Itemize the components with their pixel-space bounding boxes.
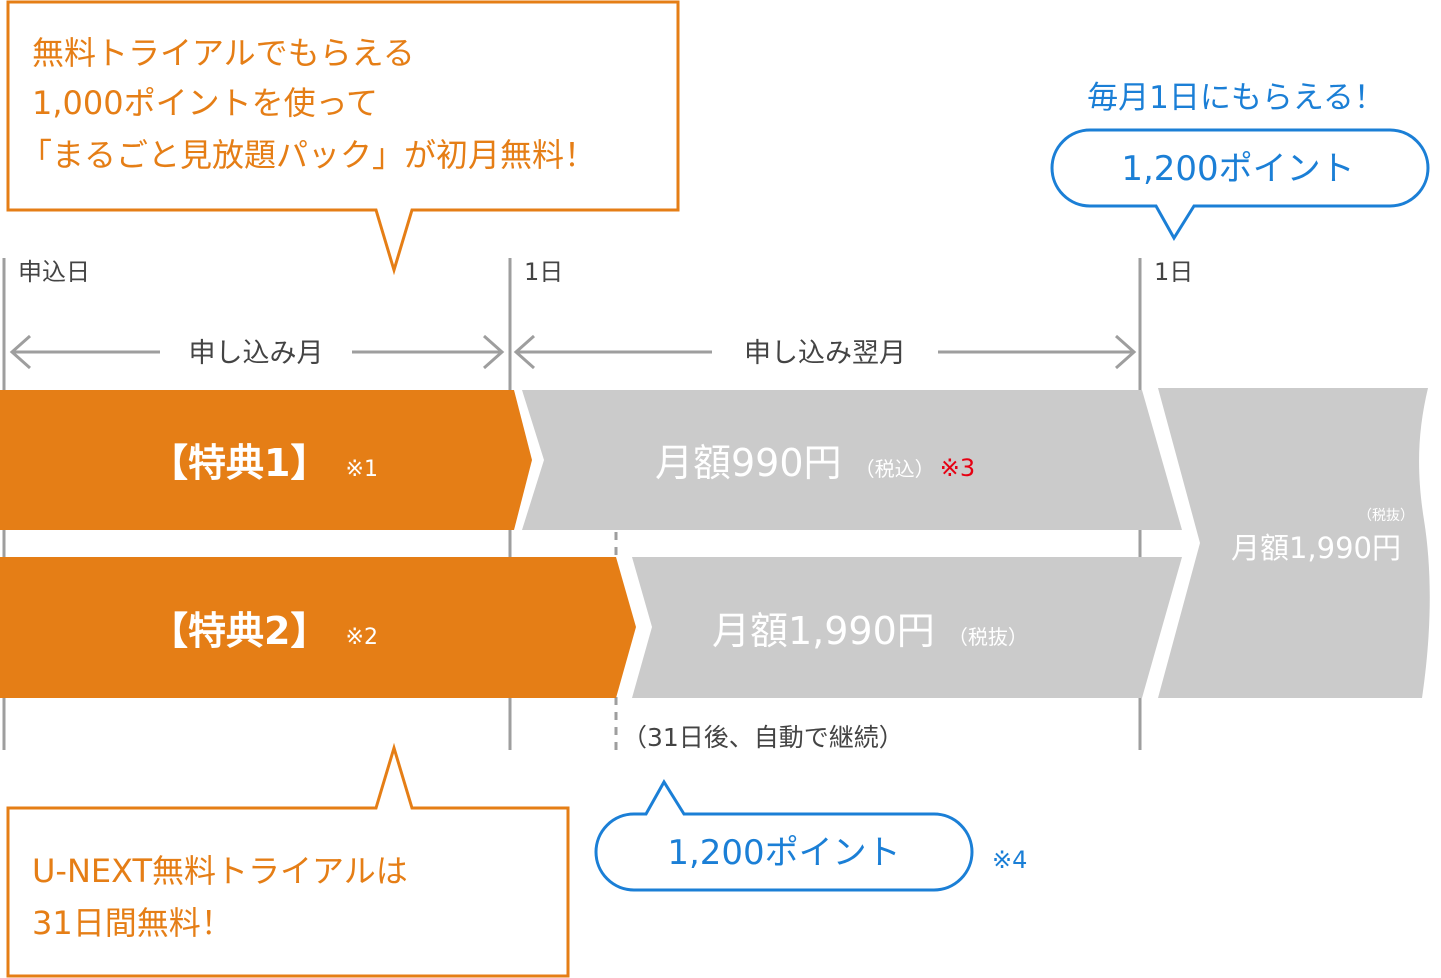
monthly-points-amount: 1,200ポイント [1121,149,1354,189]
trial-points-callout-line2: 1,000ポイントを使って [32,84,378,122]
period-arrow-month1: 申し込み月 [9,334,505,370]
ongoing-price-label: 月額1,990円 [1231,531,1401,565]
price-1990-chevron [632,557,1182,698]
trial-points-callout [6,0,680,276]
free-trial-callout-line2: 31日間無料！ [32,904,233,942]
free-trial-callout [6,742,570,978]
trial-points-bubble [594,779,974,892]
period-label-next-month: 申し込み翌月 [744,338,906,369]
price-990-chevron [522,390,1182,530]
trial-points-callout-line1: 無料トライアルでもらえる [32,34,415,72]
benefit2-arrow [0,557,636,698]
arrow-left-icon [513,334,535,370]
monthly-points-bubble [1050,128,1430,241]
trial-points-callout-line3: 「まるごと見放題パック」が初月無料！ [20,136,596,174]
price-1990-label: 月額1,990円 （税抜） [712,609,1028,653]
price-990-label: 月額990円 （税込） ※3 [655,441,975,485]
benefit1-arrow [0,390,532,530]
period-arrow-month2: 申し込み翌月 [513,334,1137,370]
arrow-right-icon [1115,334,1137,370]
period-label-apply-month: 申し込み月 [189,338,324,369]
arrow-left-icon [9,334,31,370]
benefit2-label: 【特典2】 ※2 [150,609,378,653]
trial-points-note: ※4 [992,846,1027,874]
price-990-note: ※3 [940,454,975,482]
benefit1-label: 【特典1】 ※1 [150,441,378,485]
day-label-first-2: 1日 [1154,258,1193,286]
trial-points-amount: 1,200ポイント [667,833,900,873]
ongoing-price-shape [1158,388,1430,698]
day-label-first-1: 1日 [524,258,563,286]
free-trial-callout-line1: U-NEXT無料トライアルは [32,852,408,890]
arrow-right-icon [483,334,505,370]
auto-continue-note: （31日後、自動で継続） [622,723,904,752]
day-label-apply: 申込日 [18,258,90,286]
monthly-points-caption: 毎月1日にもらえる！ [1087,80,1385,116]
ongoing-price-tax: （税抜） [1358,508,1414,524]
